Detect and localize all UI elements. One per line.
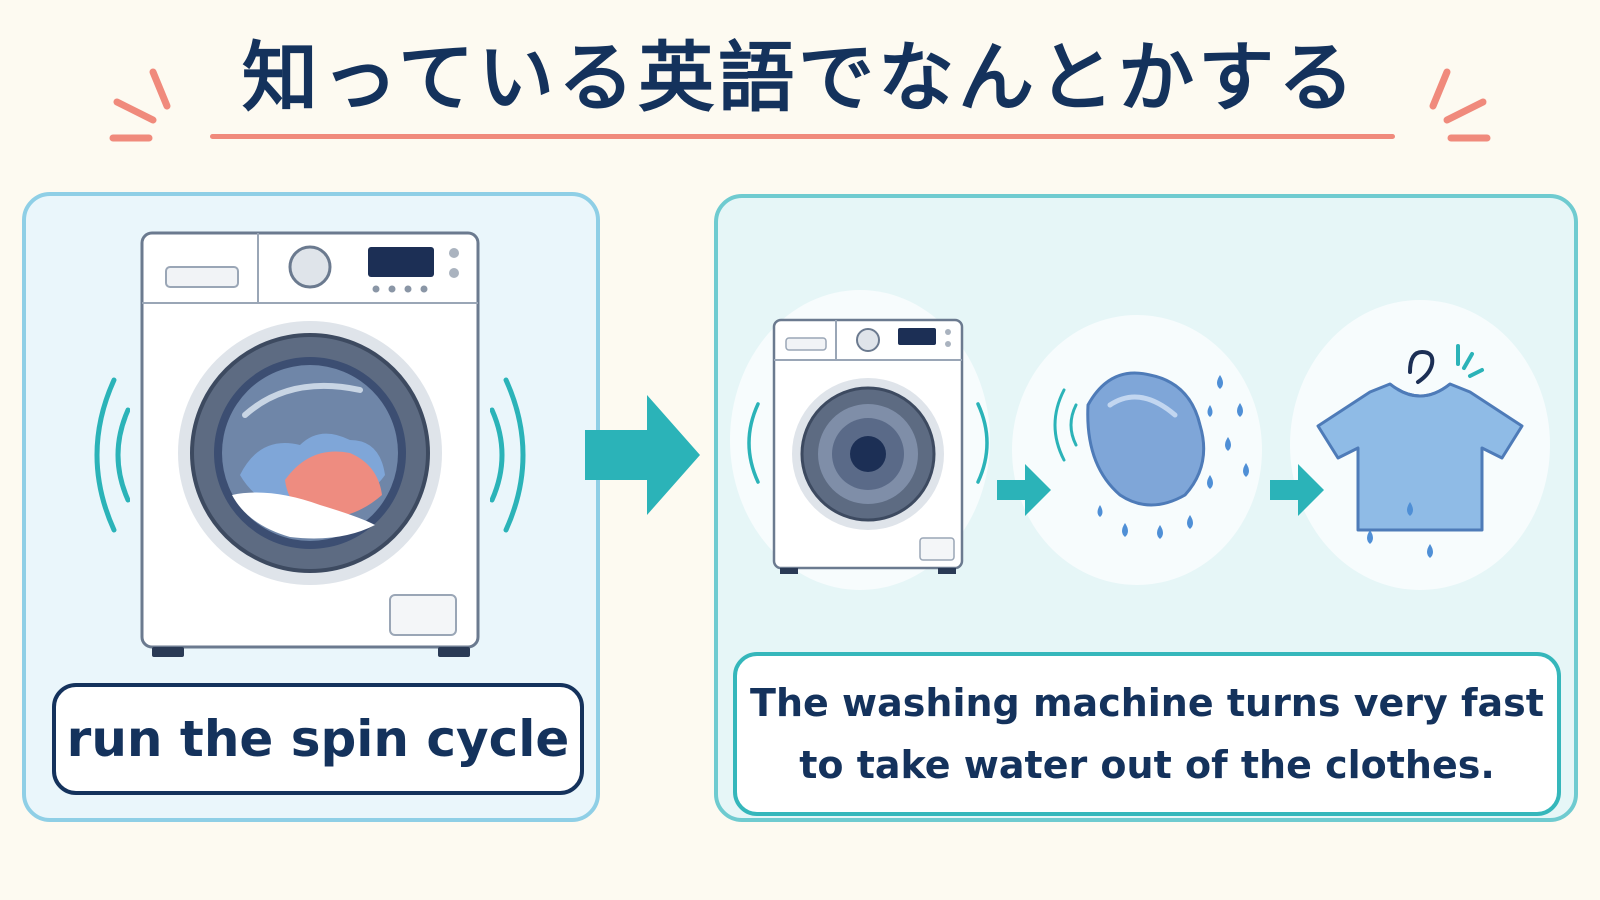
explanation-line-1: The washing machine turns very fast xyxy=(750,681,1544,725)
page-title: 知っている英語でなんとかする xyxy=(241,33,1359,122)
emphasis-burst-left-icon xyxy=(109,68,171,142)
arrow-right-small-1-icon xyxy=(997,464,1051,516)
washing-machine-icon xyxy=(140,231,480,657)
small-vibration-left-icon xyxy=(747,402,760,484)
small-vibration-right-icon xyxy=(976,402,989,484)
small-washing-machine-icon xyxy=(772,318,964,574)
phrase-label: run the spin cycle xyxy=(52,683,584,795)
vibration-left-icon xyxy=(94,377,130,533)
arrow-right-icon xyxy=(585,395,700,515)
emphasis-burst-right-icon xyxy=(1429,68,1491,142)
wet-clothes-icon xyxy=(1053,371,1249,539)
vibration-right-icon xyxy=(490,377,526,533)
dry-shirt-icon xyxy=(1316,344,1524,558)
arrow-right-small-2-icon xyxy=(1270,464,1324,516)
explanation-label: The washing machine turns very fast to t… xyxy=(733,652,1561,816)
title-underline xyxy=(210,134,1395,139)
explanation-line-2: to take water out of the clothes. xyxy=(799,743,1495,787)
